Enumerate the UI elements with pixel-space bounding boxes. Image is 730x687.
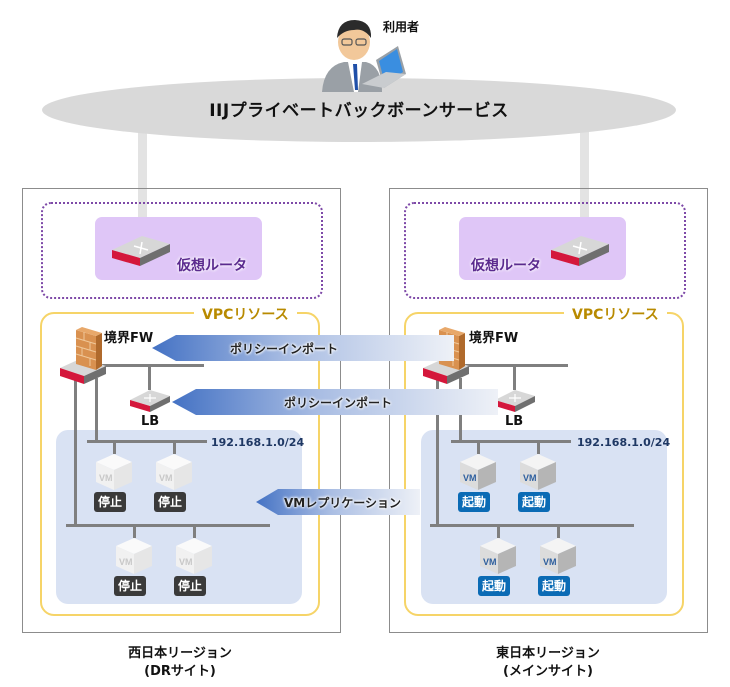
vm-icon-text: VM — [179, 557, 193, 567]
west-vm-2: VM 停止 — [154, 452, 194, 512]
west-segment-2 — [66, 524, 270, 527]
west-fw-label: 境界FW — [104, 331, 154, 346]
vm-replication-arrow: VMレプリケーション — [256, 489, 420, 515]
vm-status-badge: 停止 — [94, 492, 126, 512]
west-vm-4: VM 停止 — [174, 536, 214, 596]
east-uplink — [580, 130, 589, 250]
east-vm-3: VM 起動 — [478, 536, 518, 596]
east-lb-icon — [495, 386, 537, 414]
west-vpc-label: VPCリソース — [194, 304, 297, 324]
west-vm-1: VM 停止 — [94, 452, 134, 512]
east-region-caption: 東日本リージョン (メインサイト) — [468, 645, 628, 681]
west-fw-link — [100, 364, 204, 367]
west-router-icon — [112, 228, 172, 268]
arrow-left-icon — [172, 389, 498, 415]
east-vpc — [404, 312, 684, 616]
west-lb-label: LB — [141, 414, 160, 429]
vm-icon-text: VM — [99, 473, 113, 483]
east-vm2-drop — [537, 440, 540, 454]
west-uplink — [138, 130, 147, 250]
east-vm-1: VM 起動 — [458, 452, 498, 512]
vm-status-badge: 起動 — [538, 576, 570, 596]
west-fw-drop-inner — [95, 378, 98, 440]
vm-status-badge: 起動 — [458, 492, 490, 512]
west-region-name: 西日本リージョン — [128, 646, 232, 661]
user-label: 利用者 — [383, 20, 420, 34]
east-router-icon — [551, 228, 611, 268]
east-fw-link — [464, 364, 568, 367]
east-fw-drop-outer — [436, 378, 439, 526]
vm-cube-icon: VM — [478, 536, 518, 576]
east-router-zone — [404, 202, 686, 299]
vm-icon-text: VM — [119, 557, 133, 567]
vm-cube-icon: VM — [458, 452, 498, 492]
east-vm4-drop — [557, 524, 560, 538]
east-region-name: 東日本リージョン — [496, 646, 600, 661]
vm-cube-icon: VM — [538, 536, 578, 576]
arrow-left-icon — [152, 335, 454, 361]
vm-icon-text: VM — [543, 557, 557, 567]
east-lb-drop — [513, 364, 516, 390]
west-vpc — [40, 312, 320, 616]
policy-import-lb-arrow: ポリシーインポート — [172, 389, 498, 415]
west-segment-1 — [87, 440, 207, 443]
east-vm-2: VM 起動 — [518, 452, 558, 512]
policy-import-lb-label: ポリシーインポート — [284, 396, 393, 410]
vm-icon-text: VM — [523, 473, 537, 483]
west-vm4-drop — [193, 524, 196, 538]
vm-cube-icon: VM — [518, 452, 558, 492]
vm-cube-icon: VM — [174, 536, 214, 576]
vm-icon-text: VM — [159, 473, 173, 483]
vm-cube-icon: VM — [154, 452, 194, 492]
east-vm3-drop — [497, 524, 500, 538]
east-segment-2 — [430, 524, 634, 527]
west-router-zone — [41, 202, 323, 299]
policy-import-fw-arrow: ポリシーインポート — [152, 335, 454, 361]
east-segment-1 — [451, 440, 571, 443]
west-vm3-drop — [133, 524, 136, 538]
east-lb-label: LB — [505, 414, 524, 429]
vm-icon-text: VM — [483, 557, 497, 567]
vm-cube-icon: VM — [94, 452, 134, 492]
west-firewall-icon — [60, 326, 108, 384]
west-lb-icon — [130, 386, 172, 414]
vm-status-badge: 停止 — [154, 492, 186, 512]
west-lb-drop — [148, 364, 151, 390]
vm-status-badge: 停止 — [114, 576, 146, 596]
vm-status-badge: 停止 — [174, 576, 206, 596]
policy-import-fw-label: ポリシーインポート — [230, 342, 339, 356]
west-subnet-label: 192.168.1.0/24 — [211, 436, 305, 449]
west-fw-drop-outer — [74, 378, 77, 526]
east-router-label: 仮想ルータ — [471, 258, 541, 274]
vm-icon-text: VM — [463, 473, 477, 483]
backbone-label: IIJプライベートバックボーンサービス — [209, 101, 509, 121]
east-vpc-label: VPCリソース — [564, 304, 667, 324]
west-region-caption: 西日本リージョン (DRサイト) — [100, 645, 260, 681]
vm-cube-icon: VM — [114, 536, 154, 576]
east-region-role: (メインサイト) — [503, 664, 593, 679]
vm-status-badge: 起動 — [518, 492, 550, 512]
vm-replication-label: VMレプリケーション — [284, 496, 401, 510]
arrow-left-icon — [256, 489, 420, 515]
east-subnet-label: 192.168.1.0/24 — [577, 436, 671, 449]
west-region-role: (DRサイト) — [144, 664, 216, 679]
west-vm1-drop — [113, 440, 116, 454]
vm-status-badge: 起動 — [478, 576, 510, 596]
user-with-laptop-icon — [318, 14, 410, 94]
east-vm-4: VM 起動 — [538, 536, 578, 596]
east-vm1-drop — [477, 440, 480, 454]
west-router-label: 仮想ルータ — [177, 258, 247, 274]
west-vm-3: VM 停止 — [114, 536, 154, 596]
west-vm2-drop — [173, 440, 176, 454]
east-fw-label: 境界FW — [469, 331, 519, 346]
